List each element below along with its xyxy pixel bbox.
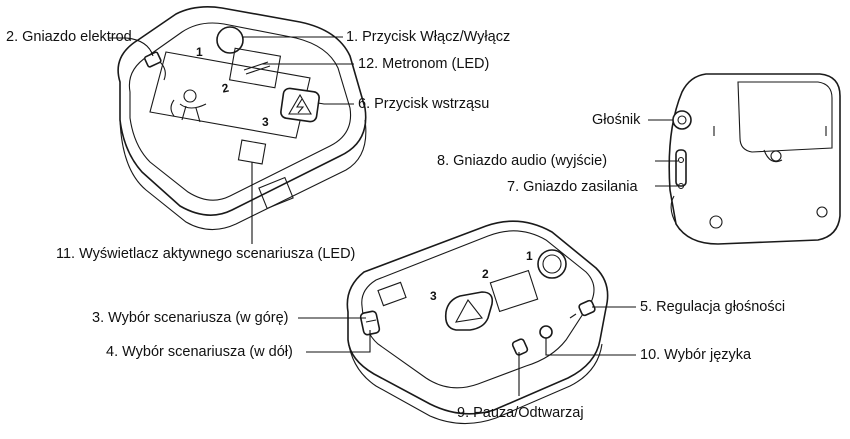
step-number-1-front: 1	[526, 249, 533, 263]
label-power-button: 1. Przycisk Włącz/Wyłącz	[346, 29, 510, 45]
label-volume: 5. Regulacja głośności	[640, 299, 785, 315]
scenario-display-led	[237, 139, 267, 165]
pause-play-button	[511, 338, 529, 356]
leader-lines	[108, 36, 678, 396]
audio-power-ports	[675, 149, 687, 187]
speaker-grille	[672, 110, 692, 130]
label-speaker: Głośnik	[592, 112, 641, 128]
label-scenario-up: 3. Wybór scenariusza (w górę)	[92, 310, 289, 326]
cpr-figure-icon	[170, 89, 207, 123]
step-number-3-front: 3	[430, 289, 437, 303]
device-top-view: 1 2 3	[117, 6, 367, 231]
metronome-front	[489, 269, 539, 313]
label-shock-button: 6. Przycisk wstrząsu	[358, 96, 489, 112]
power-button-top	[216, 26, 244, 54]
device-front-view: 1 2 3	[346, 220, 609, 425]
volume-buttons	[578, 299, 596, 317]
device-side-view	[668, 73, 841, 245]
step-number-1: 1	[196, 45, 203, 59]
scenario-up-down-buttons	[359, 310, 381, 336]
scenario-display-front	[377, 281, 407, 307]
metronome-led	[228, 47, 282, 89]
language-button	[539, 325, 553, 339]
label-audio-out: 8. Gniazdo audio (wyjście)	[437, 153, 607, 169]
label-electrode-socket: 2. Gniazdo elektrod	[6, 29, 132, 45]
power-button-front	[537, 249, 567, 279]
step-number-2: 2	[221, 81, 231, 96]
step-number-3: 3	[262, 115, 269, 129]
label-metronome: 12. Metronom (LED)	[358, 56, 489, 72]
step-number-2-front: 2	[482, 267, 489, 281]
label-scenario-down: 4. Wybór scenariusza (w dół)	[106, 344, 293, 360]
callout-labels: 2. Gniazdo elektrod 1. Przycisk Włącz/Wy…	[6, 29, 785, 421]
label-scenario-display: 11. Wyświetlacz aktywnego scenariusza (L…	[56, 246, 355, 262]
shock-button-top	[280, 87, 320, 123]
electrode-socket	[143, 51, 162, 68]
label-power-socket: 7. Gniazdo zasilania	[507, 179, 639, 195]
label-pause-play: 9. Pauza/Odtwarzaj	[457, 405, 584, 421]
label-language: 10. Wybór języka	[640, 347, 752, 363]
